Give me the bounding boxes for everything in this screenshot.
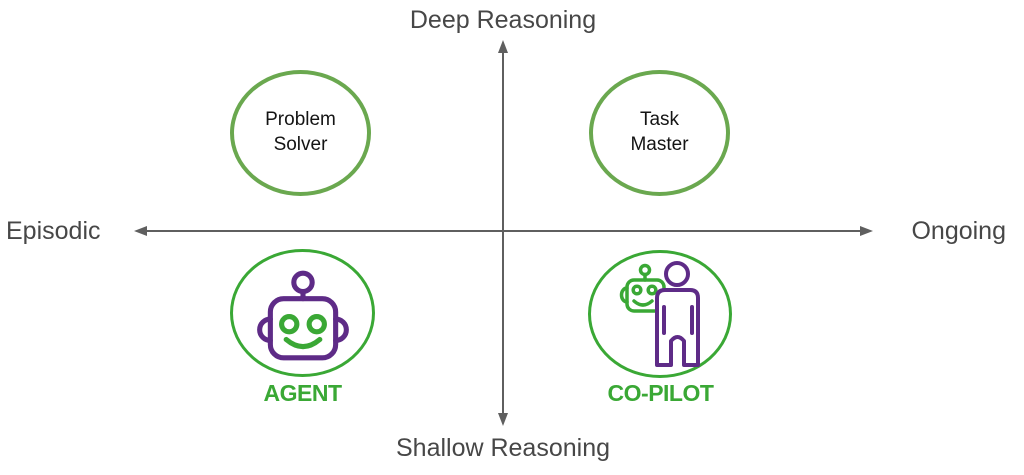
robot-face xyxy=(278,313,327,350)
axis-label-top: Deep Reasoning xyxy=(409,6,597,34)
copilot-person xyxy=(655,261,700,367)
robot-and-person-icon xyxy=(619,261,700,367)
problem-solver-label: Problem Solver xyxy=(265,109,336,155)
quadrant-node-problem-solver: Problem Solver xyxy=(230,70,371,196)
agent-label: AGENT xyxy=(263,380,343,406)
axis-arrowheads xyxy=(134,40,873,426)
robot-head-outline xyxy=(256,270,349,361)
quadrant-node-agent xyxy=(230,249,375,377)
axis-label-bottom: Shallow Reasoning xyxy=(395,434,611,462)
quadrant-node-task-master: Task Master xyxy=(589,70,730,196)
axis-label-right: Ongoing xyxy=(911,217,1006,245)
axis-label-left: Episodic xyxy=(6,217,101,245)
task-master-label: Task Master xyxy=(630,109,689,155)
quadrant-node-copilot xyxy=(588,250,732,378)
copilot-label: CO-PILOT xyxy=(607,380,714,406)
robot-icon xyxy=(256,270,349,361)
